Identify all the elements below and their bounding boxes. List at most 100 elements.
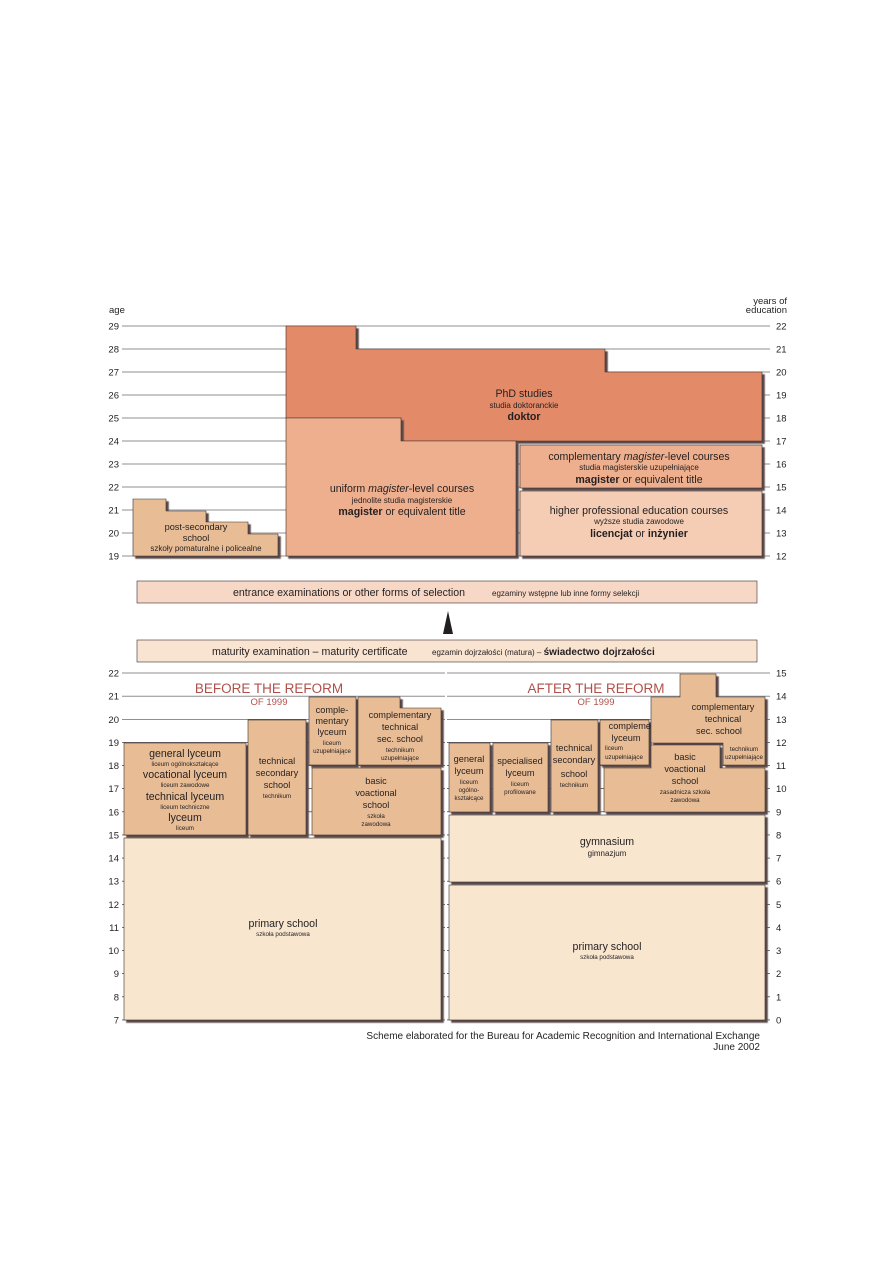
after-basic-pl1: zasadnicza szkoła [660,789,711,796]
before-technical-pl: technikum [263,793,291,800]
bottom-left-tick: 16 [108,807,119,818]
after-reform-subtitle: OF 1999 [578,697,615,708]
professional-education-block: higher professional education courses wy… [519,490,763,557]
post-secondary-title1: post-secondary [165,522,228,532]
after-general-pl2: ogólno- [459,787,480,794]
before-vocational-lyceum: vocational lyceum [143,769,227,781]
before-lyceum: lyceum [168,812,202,824]
entrance-banner: entrance examinations or other forms of … [136,580,758,604]
bottom-right-tick: 15 [776,669,787,680]
after-gymnasium-box [448,814,766,883]
bottom-right-tick: 4 [776,923,781,934]
before-technical-lyceum-pl: liceum techniczne [160,804,210,811]
after-comptech-pl1: technikum [730,746,758,753]
top-left-tick: 19 [108,552,119,563]
after-general-l1: general [454,754,485,764]
before-comple-l1: comple- [316,705,349,715]
uniform-polish: jednolite studia magisterskie [351,496,453,505]
after-general-lyceum-box [448,742,491,813]
after-comptech-shape [650,673,766,766]
bottom-left-tick: 19 [108,738,119,749]
before-technical-l3: school [264,780,291,790]
after-technical-l2: secondary [553,755,596,765]
before-basic-pl2: zawodowa [361,821,391,828]
after-complyc-l2: lyceum [611,733,640,743]
after-basic-pl2: zawodowa [670,797,700,804]
uniform-degree: magister or equivalent title [338,506,465,518]
top-left-tick: 24 [108,437,119,448]
before-reform-title: BEFORE THE REFORM [195,681,343,696]
top-left-tick: 22 [108,483,119,494]
footer-date: June 2002 [713,1042,760,1053]
after-primary-school-pl: szkoła podstawowa [580,954,634,961]
before-basic-l2: voactional [355,788,396,798]
after-technical-l1: technical [556,743,592,753]
top-right-tick: 12 [776,552,787,563]
selection-arrow-icon [443,611,453,634]
bottom-left-tick: 9 [114,969,119,980]
maturity-banner: maturity examination – maturity certific… [136,639,758,663]
top-right-tick: 18 [776,414,787,425]
after-specialised-pl1: liceum [511,781,529,788]
bottom-left-tick: 21 [108,692,119,703]
after-complyc-l1: complementary [609,721,672,731]
after-technical-l3: school [561,769,588,779]
after-general-pl3: kształcące [455,795,484,802]
footer-credit: Scheme elaborated for the Bureau for Aca… [366,1031,760,1042]
after-complyc-pl2: uzupełniające [605,754,643,761]
bottom-left-tick: 7 [114,1015,119,1026]
bottom-left-tick: 11 [109,923,119,934]
top-right-tick: 15 [776,483,787,494]
before-primary-box [123,837,442,1021]
after-primary-school: primary school [573,941,642,953]
bottom-left-tick: 10 [108,946,119,957]
before-primary-school-pl: szkoła podstawowa [256,931,310,938]
after-specialised-l1: specialised [497,756,542,766]
after-comptech-pl2: uzupełniające [725,754,763,761]
professional-degree: licencjat or inżynier [590,528,688,540]
uniform-magister-block: uniform magister-level courses jednolite… [285,417,517,557]
before-basic-l1: basic [365,776,387,786]
complementary-magister-block: complementary magister-level courses stu… [519,444,763,489]
bottom-right-tick: 7 [776,854,781,865]
after-comptech-l2: technical [705,714,741,724]
bottom-right-tick: 5 [776,900,781,911]
after-basic-l1: basic [674,752,696,762]
before-primary-school: primary school [249,918,318,930]
before-comptech-l2: technical [382,722,418,732]
after-gymnasium-pl: gimnazjum [588,849,627,858]
bottom-left-tick: 22 [108,669,119,680]
entrance-text-en: entrance examinations or other forms of … [233,587,465,599]
before-general-lyceum-box [123,742,247,836]
after-specialised-pl2: profilowane [504,789,536,796]
bottom-right-tick: 9 [776,807,781,818]
entrance-banner-box [136,580,758,604]
bottom-right-tick: 2 [776,969,781,980]
professional-title: higher professional education courses [550,505,728,517]
top-left-tick: 28 [108,345,119,356]
maturity-text-pl: egzamin dojrzałości (matura) – świadectw… [432,647,655,658]
before-reform-section: BEFORE THE REFORM OF 1999 general lyceum… [123,681,442,1021]
entrance-text-pl: egzaminy wstępne lub inne formy selekcji [492,589,639,598]
after-technical-pl: technikum [560,782,588,789]
bottom-left-tick: 14 [108,854,119,865]
before-basic-l3: school [363,800,390,810]
top-right-tick: 17 [776,437,787,448]
before-lyceum-pl: liceum [176,825,194,832]
axis-title-age: age [109,305,125,316]
complementary-degree: magister or equivalent title [575,474,702,486]
professional-polish: wyższe studia zawodowe [593,517,684,526]
after-specialised-l2: lyceum [505,768,534,778]
before-reform-subtitle: OF 1999 [251,697,288,708]
after-reform-section: AFTER THE REFORM OF 1999 general lyceum … [448,673,766,1021]
before-basic-pl1: szkoła [367,813,385,820]
before-general-lyceum-pl: liceum ogólnokształcące [151,761,219,768]
after-gymnasium: gymnasium [580,836,634,848]
top-left-tick: 25 [108,414,119,425]
bottom-left-tick: 20 [108,715,119,726]
before-comptech-pl1: technikum [386,747,414,754]
bottom-right-tick: 11 [776,761,786,772]
phd-polish: studia doktoranckie [490,401,559,410]
bottom-right-tick: 6 [776,877,781,888]
